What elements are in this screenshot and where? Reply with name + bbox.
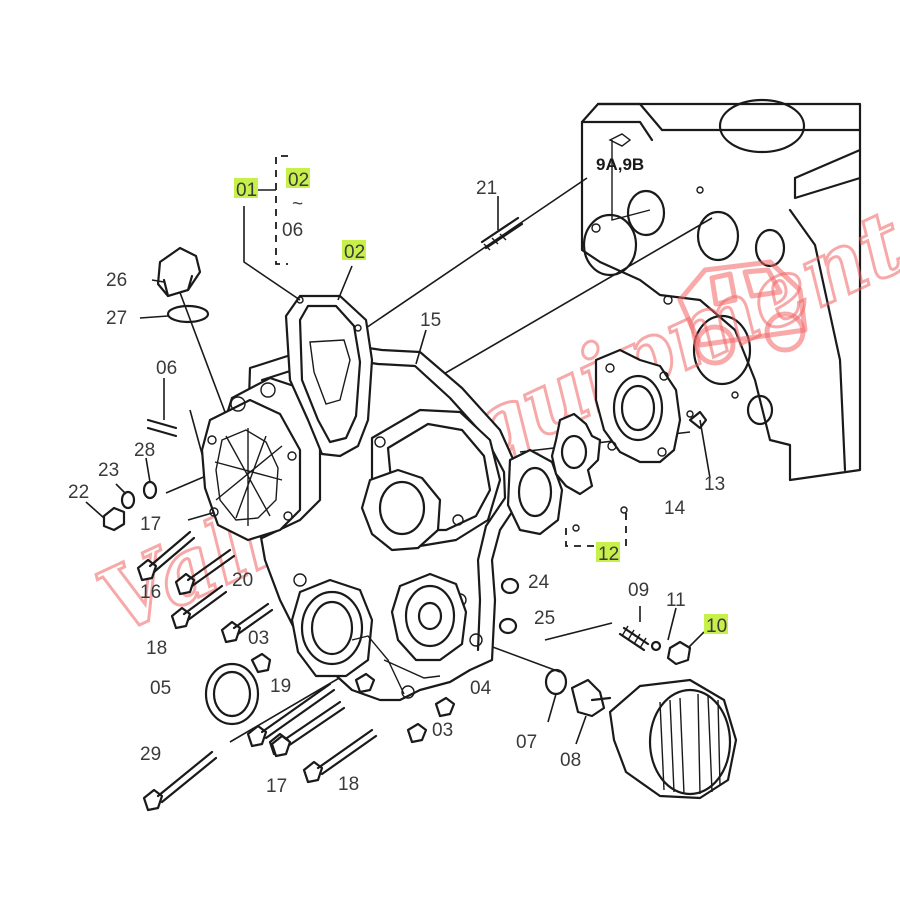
callout-05: 05 [150,678,171,699]
callout-18-upper: 18 [146,638,167,659]
callout-08: 08 [560,750,581,771]
callout-07: 07 [516,732,537,753]
callout-01: 01 [236,180,257,201]
callout-24: 24 [528,572,550,593]
bolts [85,196,524,812]
timing-cover [200,294,522,702]
oil-filter [544,668,738,800]
callout-11: 11 [666,590,686,611]
callout-22: 22 [68,482,89,503]
callout-06-group: 06 [282,220,303,241]
callout-12: 12 [598,544,619,565]
oil-seal [204,662,260,726]
callout-tilde: ~ [292,194,303,215]
callout-18-lower: 18 [338,774,359,795]
callout-23: 23 [98,460,119,481]
callout-19: 19 [270,676,291,697]
callout-21: 21 [476,178,497,199]
callout-labels: 01 02 ~ 06 02 21 9A,9B 26 27 15 06 28 23… [68,155,728,797]
watermark-truck-logo [677,259,808,366]
callout-04: 04 [470,678,492,699]
callout-14: 14 [664,498,686,519]
callout-20: 20 [232,570,253,591]
highlight-01 [234,178,258,198]
callout-29: 29 [140,744,161,765]
highlight-02b [342,240,366,260]
oil-pump [506,348,711,547]
callout-25: 25 [534,608,555,629]
callout-03-lower: 03 [432,720,453,741]
oil-filler-cap [139,246,210,324]
callout-06: 06 [156,358,177,379]
highlight-12 [596,542,620,562]
callout-13: 13 [704,474,725,495]
group-bracket [243,155,427,365]
callout-17-lower: 17 [266,776,287,797]
callout-10: 10 [706,616,727,637]
engine-block [580,98,862,482]
callout-03-upper: 03 [248,628,269,649]
highlight-10 [704,614,728,634]
relief-valve [618,606,705,666]
highlight-02a [286,168,310,188]
callout-27: 27 [106,308,127,329]
callout-02: 02 [344,242,365,263]
callout-16: 16 [140,582,161,603]
callout-09: 09 [628,580,649,601]
callout-15: 15 [420,310,441,331]
callout-02-group: 02 [288,170,309,191]
callout-17-upper: 17 [140,514,161,535]
callout-28: 28 [134,440,155,461]
callout-26: 26 [106,270,127,291]
callout-9a-9b: 9A,9B [596,155,644,174]
